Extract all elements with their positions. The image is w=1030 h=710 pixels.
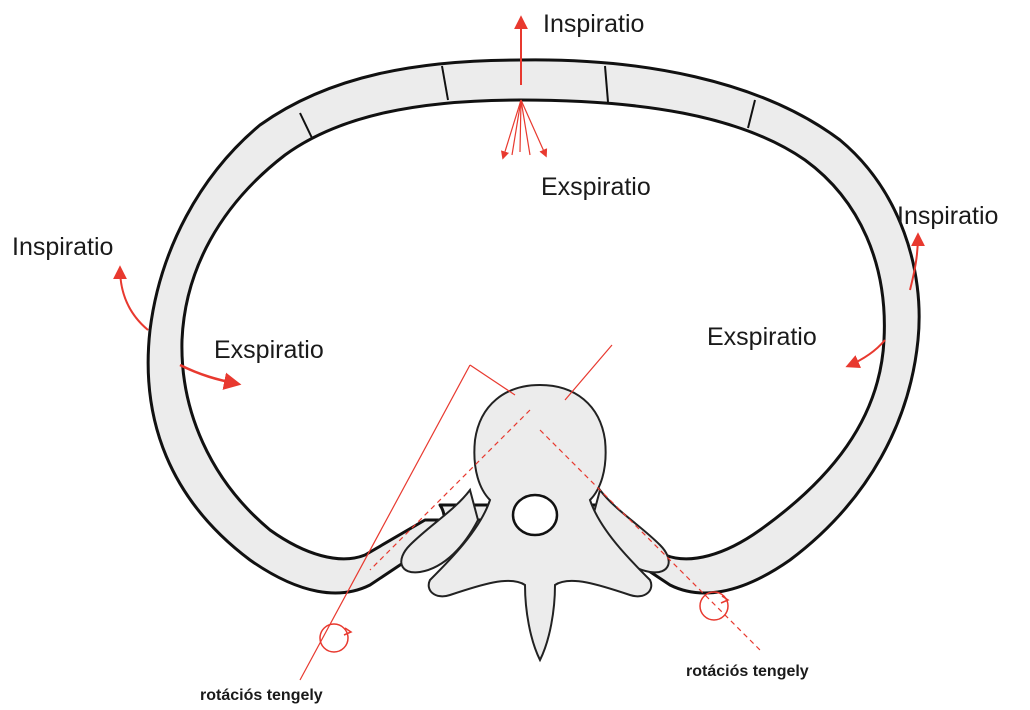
rotation-circle-left-icon <box>320 624 351 652</box>
label-axis-right: rotációs tengely <box>686 663 809 680</box>
label-exspiratio-top: Exspiratio <box>541 173 651 201</box>
rotation-circle-right-icon <box>700 592 728 620</box>
label-inspiratio-left: Inspiratio <box>12 233 113 261</box>
vertebral-foramen <box>513 495 557 535</box>
label-axis-left: rotációs tengely <box>200 687 323 704</box>
label-inspiratio-right: Inspiratio <box>897 202 998 230</box>
label-exspiratio-left: Exspiratio <box>214 336 324 364</box>
label-inspiratio-top: Inspiratio <box>543 10 644 38</box>
label-exspiratio-right: Exspiratio <box>707 323 817 351</box>
